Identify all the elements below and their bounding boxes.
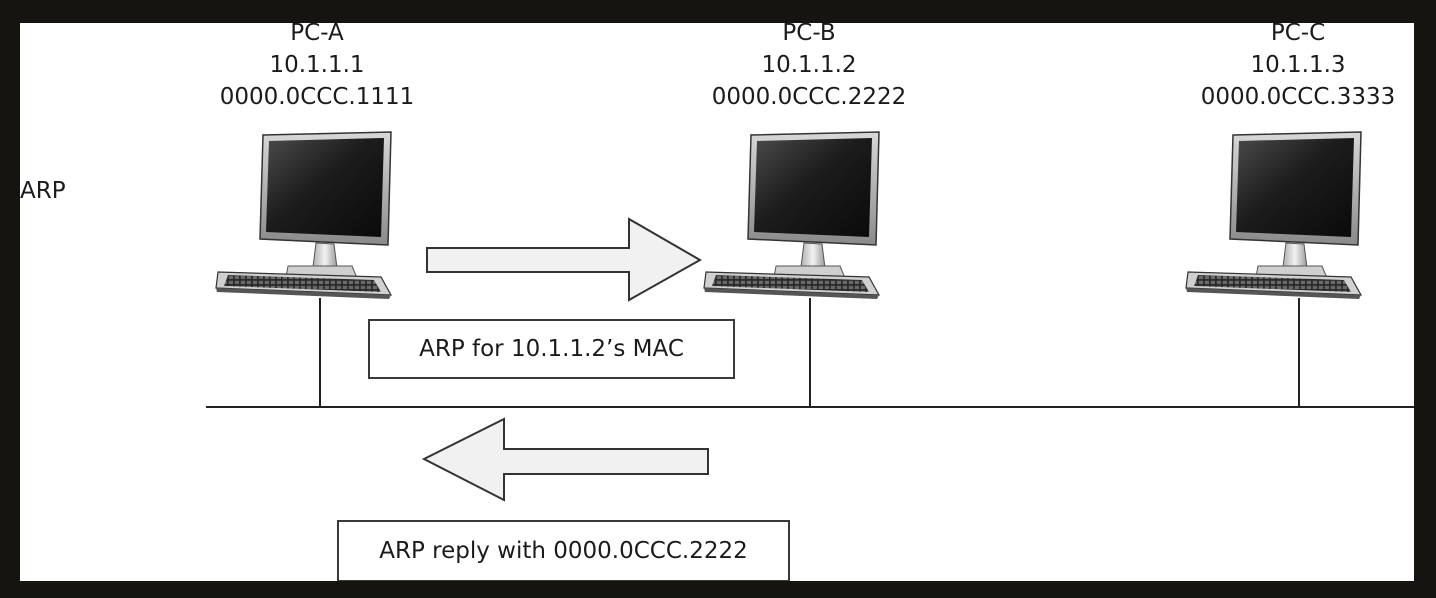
network-drawing [206,131,1414,502]
pc-c-ip: 10.1.1.3 [1250,52,1346,78]
pc-a-mac: 0000.0CCC.1111 [219,84,415,110]
pc-c-computer-icon [1185,131,1362,300]
pc-c-label: PC-C 10.1.1.3 0000.0CCC.3333 [1178,23,1414,113]
pc-b-computer-icon [703,131,880,300]
pc-a-label: PC-A 10.1.1.1 0000.0CCC.1111 [197,23,437,113]
pc-b-name: PC-B [782,23,836,46]
diagram-canvas: ARP PC-A 10.1.1.1 0000.0CCC.1111 PC-B 10… [20,23,1414,581]
request-arrow-icon [426,217,703,302]
pc-c-mac: 0000.0CCC.3333 [1200,84,1396,110]
pc-a-name: PC-A [290,23,344,46]
reply-arrow-icon [421,417,709,502]
arp-side-label: ARP [20,178,66,204]
pc-a-computer-icon [215,131,392,300]
pc-b-label: PC-B 10.1.1.2 0000.0CCC.2222 [689,23,929,113]
pc-c-name: PC-C [1270,23,1326,46]
arp-request-box: ARP for 10.1.1.2’s MAC [368,319,735,379]
pc-a-ip: 10.1.1.1 [269,52,365,78]
pc-b-mac: 0000.0CCC.2222 [711,84,907,110]
arp-reply-box: ARP reply with 0000.0CCC.2222 [337,520,790,581]
pc-b-ip: 10.1.1.2 [761,52,857,78]
